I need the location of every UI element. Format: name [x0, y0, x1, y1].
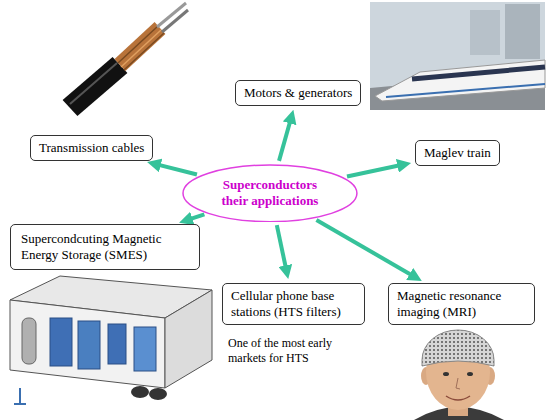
eye [443, 372, 449, 376]
cable-rod [162, 10, 188, 32]
cryo-cylinder [22, 318, 36, 364]
cable-strand [121, 30, 161, 67]
cable-jacket [63, 57, 128, 116]
ellipse-label: Superconductors their applications [208, 177, 332, 209]
application-box: Cellular phone base stations (HTS filter… [222, 283, 365, 325]
smes-trailer [10, 276, 212, 404]
application-box: Motors & generators [235, 80, 361, 106]
eye [467, 372, 473, 376]
connector-arrow [347, 165, 402, 177]
central-title: Superconductors their applications [208, 177, 332, 209]
cabinet [134, 327, 156, 371]
cabinet [50, 318, 72, 366]
trailer-wheel [131, 386, 149, 398]
application-box: Magnetic resonance imaging (MRI) [388, 283, 535, 325]
smile [446, 396, 470, 400]
connector-arrow [277, 225, 287, 270]
application-box: Transmission cables [30, 135, 153, 161]
box-label: Motors & generators [244, 85, 352, 101]
application-box: Supercondcuting Magnetic Energy Storage … [10, 224, 200, 270]
cable-strand [124, 33, 164, 70]
cabinet [78, 321, 100, 369]
connector-arrow [156, 164, 197, 174]
ellipse-shape [183, 165, 357, 222]
box-label: Maglev train [424, 145, 491, 161]
mri-helmet [422, 330, 494, 366]
photo-building [505, 4, 540, 59]
connector-arrow [316, 220, 414, 277]
maglev-photo [370, 2, 545, 110]
trailer-wheel [149, 388, 167, 400]
train-stripe [386, 84, 545, 97]
trailer-mark [19, 388, 21, 404]
photo-sky [370, 2, 545, 110]
cable-strands [115, 22, 166, 71]
trailer-mark [14, 403, 26, 405]
trailer-side [10, 300, 165, 388]
trailer-end [165, 290, 212, 388]
connector-arrow [188, 214, 205, 219]
box-label: Supercondcuting Magnetic Energy Storage … [21, 231, 189, 263]
cable-photo [63, 3, 188, 116]
connector-arrow [279, 119, 291, 161]
train-body [375, 60, 545, 101]
box-label: Cellular phone base stations (HTS filter… [231, 288, 356, 320]
train-windows [412, 67, 545, 79]
box-label: Transmission cables [39, 140, 144, 156]
annotation-note: One of the most early markets for HTS [228, 336, 368, 366]
cabinet [108, 324, 126, 364]
application-box: Maglev train [415, 140, 500, 166]
central-ellipse: Superconductors their applications [182, 164, 358, 223]
box-label: Magnetic resonance imaging (MRI) [397, 288, 526, 320]
photo-building [470, 10, 500, 55]
mri-face [414, 330, 504, 420]
cable-highlight [70, 63, 117, 104]
nose [456, 378, 460, 389]
